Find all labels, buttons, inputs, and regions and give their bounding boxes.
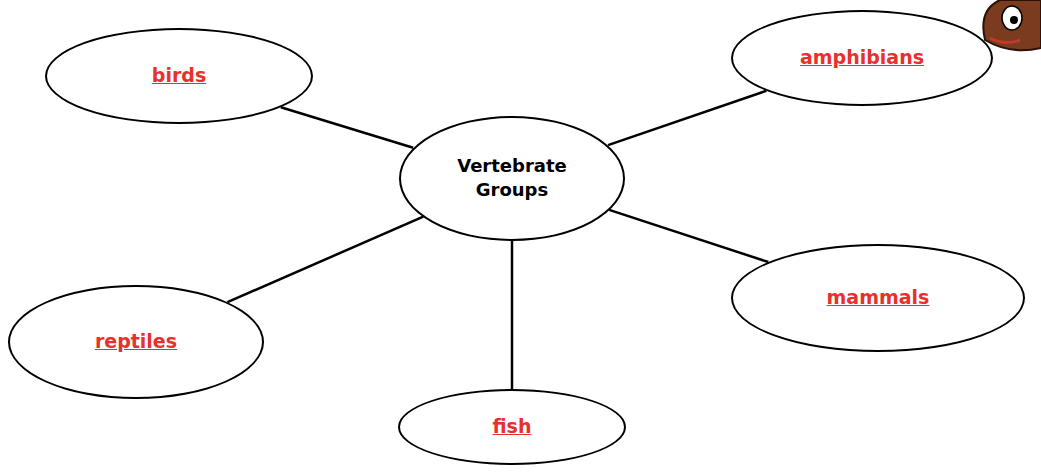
- group-label: reptiles: [95, 329, 177, 355]
- group-label: birds: [152, 63, 206, 89]
- connector-line: [227, 217, 423, 302]
- connector-line: [609, 210, 768, 262]
- group-ellipse: amphibians: [731, 10, 993, 106]
- center-label: Vertebrate Groups: [452, 154, 572, 203]
- connector-line: [511, 241, 514, 390]
- group-ellipse: birds: [45, 28, 313, 124]
- connector-line: [608, 91, 766, 145]
- group-label: mammals: [827, 285, 930, 311]
- group-label: amphibians: [800, 45, 924, 71]
- group-label: fish: [493, 414, 532, 440]
- group-ellipse: reptiles: [8, 285, 264, 399]
- group-ellipse: mammals: [731, 244, 1025, 352]
- central-ellipse: Vertebrate Groups: [399, 116, 625, 241]
- connector-line: [281, 107, 413, 148]
- cartoon-corner: [983, 0, 1041, 50]
- group-ellipse: fish: [398, 389, 626, 465]
